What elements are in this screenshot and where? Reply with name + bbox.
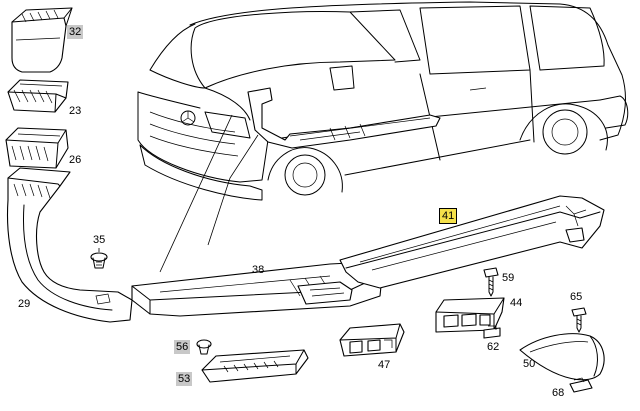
part-50-cover xyxy=(519,333,605,381)
leader-line xyxy=(159,114,233,273)
part-59-screw xyxy=(483,267,499,297)
callout-44[interactable]: 44 xyxy=(510,297,523,309)
callout-35[interactable]: 35 xyxy=(93,234,106,246)
part-53-vent xyxy=(201,349,309,383)
callout-23[interactable]: 23 xyxy=(69,105,82,117)
van-illustration xyxy=(137,1,629,201)
callout-41[interactable]: 41 xyxy=(438,208,458,224)
part-62-clip xyxy=(483,325,501,339)
part-56-clip xyxy=(196,339,212,355)
callout-65[interactable]: 65 xyxy=(570,291,583,303)
part-35-clip xyxy=(90,248,108,269)
part-44-grille xyxy=(435,297,505,333)
callout-47[interactable]: 47 xyxy=(378,359,391,371)
callout-38[interactable]: 38 xyxy=(252,264,265,276)
callout-68[interactable]: 68 xyxy=(552,387,565,399)
part-68-clip xyxy=(569,377,593,393)
part-23-vent xyxy=(7,79,69,113)
part-26-vent xyxy=(5,127,69,169)
van-duct-assembly xyxy=(247,87,441,149)
callout-62[interactable]: 62 xyxy=(487,341,500,353)
callout-56[interactable]: 56 xyxy=(174,340,191,354)
callout-53[interactable]: 53 xyxy=(176,372,193,386)
callout-29[interactable]: 29 xyxy=(18,298,31,310)
part-65-screw xyxy=(571,307,587,333)
callout-26[interactable]: 26 xyxy=(69,154,82,166)
callout-59[interactable]: 59 xyxy=(502,272,515,284)
part-29-duct xyxy=(6,167,133,323)
part-32-duct xyxy=(11,7,73,73)
part-47-grille xyxy=(339,323,405,357)
part-41-floor-duct xyxy=(339,195,605,289)
leader-line xyxy=(207,134,259,246)
callout-32[interactable]: 32 xyxy=(67,25,84,39)
part-38-floor-duct xyxy=(131,261,383,317)
callout-50[interactable]: 50 xyxy=(523,358,536,370)
